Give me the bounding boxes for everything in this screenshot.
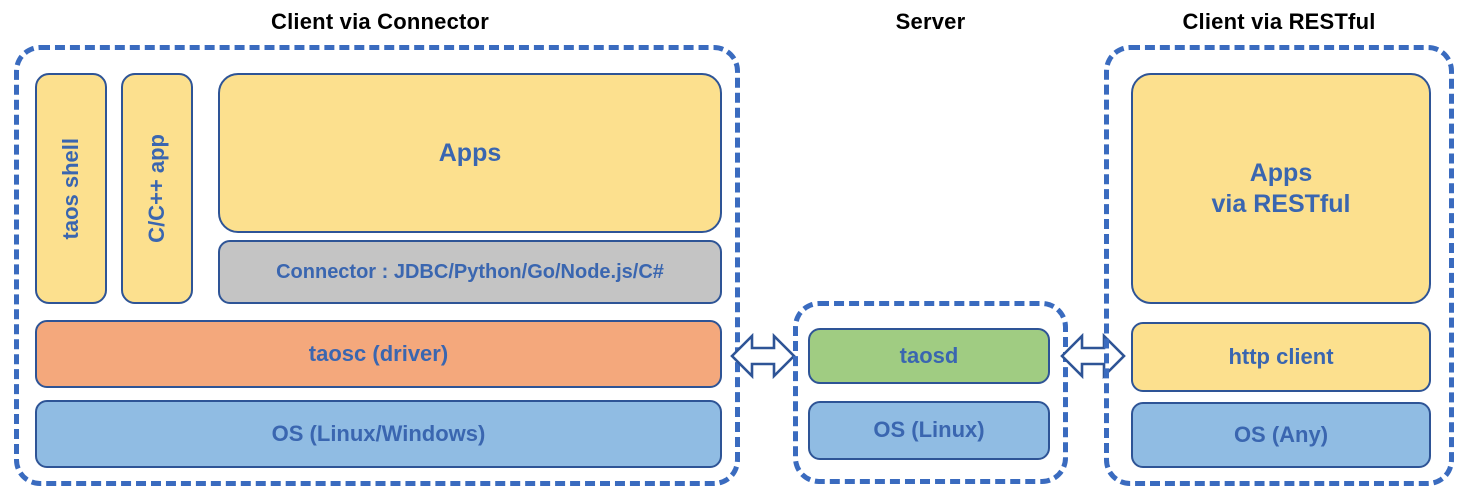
box-taosd[interactable]: taosd	[808, 328, 1050, 384]
box-c-cpp-app[interactable]: C/C++ app	[121, 73, 193, 304]
box-taosd-label: taosd	[899, 342, 959, 368]
box-apps-via-restful-label-line2: via RESTful	[1211, 189, 1351, 218]
box-connector-libraries[interactable]: Connector : JDBC/Python/Go/Node.js/C#	[218, 240, 722, 304]
box-os-any[interactable]: OS (Any)	[1131, 402, 1431, 468]
box-os-any-label: OS (Any)	[1233, 421, 1329, 447]
box-apps[interactable]: Apps	[218, 73, 722, 233]
section-title-client-restful: Client via RESTful	[1182, 9, 1376, 34]
section-title-server: Server	[895, 9, 966, 34]
panel-client-connector	[14, 45, 740, 486]
box-os-linux-windows[interactable]: OS (Linux/Windows)	[35, 400, 722, 468]
box-taos-shell-label: taos shell	[57, 137, 83, 240]
box-http-client[interactable]: http client	[1131, 322, 1431, 392]
box-apps-via-restful-label-line1: Apps	[1249, 159, 1313, 187]
box-os-linux[interactable]: OS (Linux)	[808, 401, 1050, 460]
panel-client-restful	[1104, 45, 1454, 486]
box-apps-label: Apps	[438, 138, 502, 167]
bidirectional-arrow-icon-client-server	[730, 327, 796, 385]
box-connector-libraries-label: Connector : JDBC/Python/Go/Node.js/C#	[276, 260, 664, 283]
box-os-linux-windows-label: OS (Linux/Windows)	[271, 420, 486, 446]
box-os-linux-label: OS (Linux)	[873, 417, 985, 443]
box-taosc-driver-label: taosc (driver)	[308, 340, 449, 366]
section-title-client-connector: Client via Connector	[271, 9, 489, 34]
box-http-client-label: http client	[1228, 343, 1334, 369]
box-apps-via-restful[interactable]: Apps via RESTful	[1131, 73, 1431, 304]
box-c-cpp-app-label: C/C++ app	[143, 134, 169, 243]
box-taosc-driver[interactable]: taosc (driver)	[35, 320, 722, 388]
panel-server	[793, 301, 1068, 484]
box-taos-shell[interactable]: taos shell	[35, 73, 107, 304]
